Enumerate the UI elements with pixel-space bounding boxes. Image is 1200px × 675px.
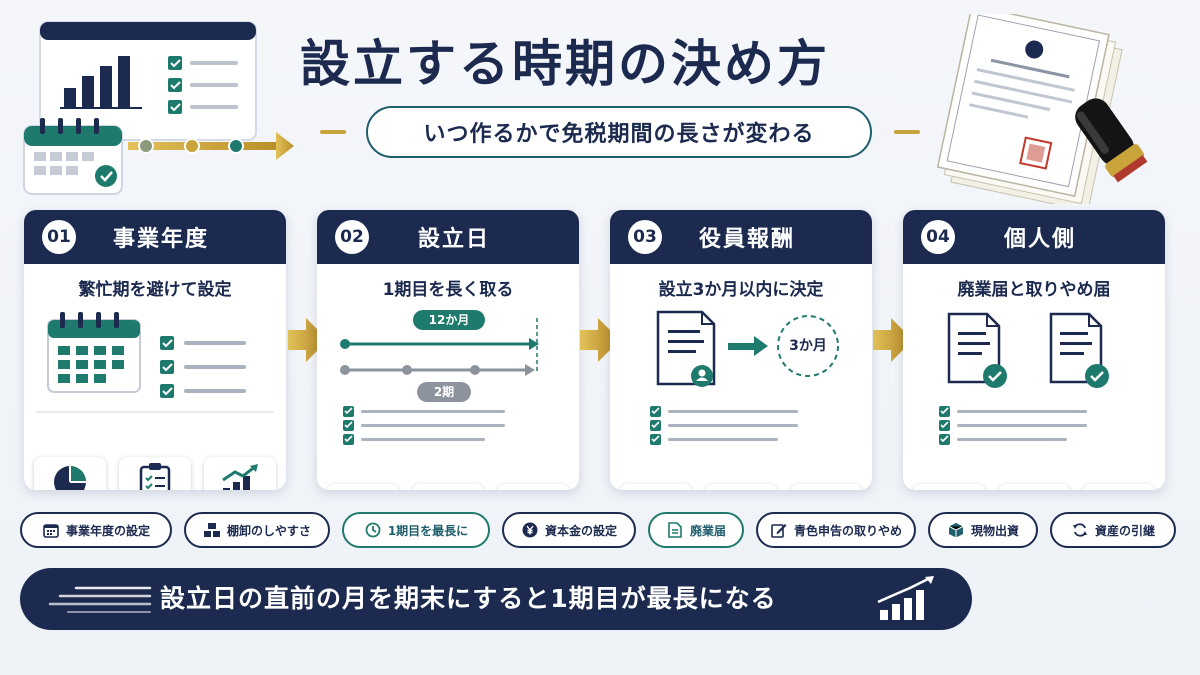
- keyword-tags: 事業年度の設定 棚卸のしやすさ 1期目を最長に 資本金の設定 廃業届 青色申告の…: [20, 512, 1180, 550]
- certificate-seal-illustration: [936, 14, 1148, 204]
- tag-label: 棚卸のしやすさ: [227, 523, 311, 538]
- step-card-header: 02 設立日: [317, 210, 579, 264]
- tag-blue-return-withdrawal: 青色申告の取りやめ: [756, 512, 916, 548]
- step-card-header: 04 個人側: [903, 210, 1165, 264]
- step-title: 事業年度: [112, 227, 209, 252]
- tag-label: 青色申告の取りやめ: [793, 523, 902, 538]
- tag-label: 資産の引継: [1094, 523, 1155, 538]
- step-card-02: 02 設立日 1期目を長く取る 12か月 2期: [317, 210, 579, 490]
- deadline-label: 3か月: [789, 338, 827, 354]
- step-subtitle: 繁忙期を避けて設定: [78, 280, 232, 300]
- step-number: 02: [335, 220, 369, 254]
- step-number: 03: [628, 220, 662, 254]
- pie-chart-icon: [34, 457, 106, 490]
- right-accent-dash: [894, 130, 920, 134]
- tag-label: 資本金の設定: [544, 523, 617, 538]
- step-subtitle: 設立3か月以内に決定: [658, 280, 824, 300]
- growth-bar-chart-icon: [204, 457, 276, 490]
- first-period-timeline: [340, 310, 539, 445]
- step-card-04: 04 個人側 廃業届と取りやめ届: [903, 210, 1165, 490]
- tag-business-closure: 廃業届: [648, 512, 744, 548]
- tag-inventory: 棚卸のしやすさ: [184, 512, 330, 548]
- step-title: 設立日: [417, 227, 490, 252]
- step-subtitle: 廃業届と取りやめ届: [957, 280, 1111, 300]
- tag-label: 現物出資: [970, 523, 1019, 538]
- tag-capital-setting: 資本金の設定: [502, 512, 636, 548]
- tag-asset-transfer: 資産の引継: [1050, 512, 1176, 548]
- box-icon: [947, 521, 965, 539]
- step-card-header: 03 役員報酬: [610, 210, 872, 264]
- step-card-03: 03 役員報酬 設立3か月以内に決定 3か月: [610, 210, 872, 490]
- hourglass-icon: [412, 484, 484, 490]
- timeline-long-label: 12か月: [428, 313, 470, 327]
- calendar-icon: [327, 484, 399, 490]
- edit-icon: [770, 521, 788, 539]
- tag-contribution-in-kind: 現物出資: [928, 512, 1038, 548]
- step-number: 04: [921, 220, 955, 254]
- yen-icon: [521, 521, 539, 539]
- tag-fiscal-year-setting: 事業年度の設定: [20, 512, 172, 548]
- step-title: 個人側: [1003, 227, 1076, 252]
- growth-chart-icon: [877, 576, 934, 620]
- key-point-banner: 設立日の直前の月を期末にすると1期目が最長になる: [20, 568, 972, 630]
- boxes-icon: [203, 521, 221, 539]
- checklist-clipboard-icon: [119, 457, 191, 490]
- notification-forms-illustration: [939, 312, 1109, 445]
- transfer-icon: [1071, 521, 1089, 539]
- tag-longest-first-period: 1期目を最長に: [342, 512, 490, 548]
- step-card-header: 01 事業年度: [24, 210, 286, 264]
- banner-text: 設立日の直前の月を期末にすると1期目が最長になる: [160, 584, 777, 613]
- yen-coin-icon: [705, 484, 777, 490]
- step-title: 役員報酬: [698, 227, 795, 252]
- step-card-01: 01 事業年度 繁忙期を避けて設定: [24, 210, 286, 490]
- calendar-checklist-illustration: [36, 312, 274, 413]
- tag-label: 1期目を最長に: [387, 523, 469, 538]
- calendar-icon: [42, 521, 60, 539]
- step-number: 01: [42, 220, 76, 254]
- tag-label: 事業年度の設定: [65, 523, 150, 538]
- step-arrow-icon: [580, 318, 620, 362]
- step-arrow-icon: [873, 318, 913, 362]
- shield-check-icon: [790, 484, 862, 490]
- subtitle-row: いつ作るかで免税期間の長さが変わる: [320, 106, 920, 158]
- timeline-short-label: 2期: [433, 385, 455, 399]
- clock-icon: [364, 521, 382, 539]
- folder-icon: [1083, 484, 1155, 490]
- schedule-illustration: [23, 21, 294, 195]
- tag-label: 廃業届: [689, 523, 726, 538]
- person-icon: [998, 484, 1070, 490]
- speed-lines-icon: [48, 586, 152, 613]
- step-subtitle: 1期目を長く取る: [382, 280, 514, 300]
- house-icon: [913, 484, 985, 490]
- subtitle-pill: いつ作るかで免税期間の長さが変わる: [366, 106, 872, 158]
- person-icon: [620, 484, 692, 490]
- page-title: 設立する時期の決め方: [300, 35, 830, 93]
- step-arrow-icon: [288, 318, 328, 362]
- compensation-deadline-illustration: [650, 310, 839, 445]
- bar-chart-icon: [497, 484, 569, 490]
- left-accent-dash: [320, 130, 346, 134]
- document-icon: [666, 521, 684, 539]
